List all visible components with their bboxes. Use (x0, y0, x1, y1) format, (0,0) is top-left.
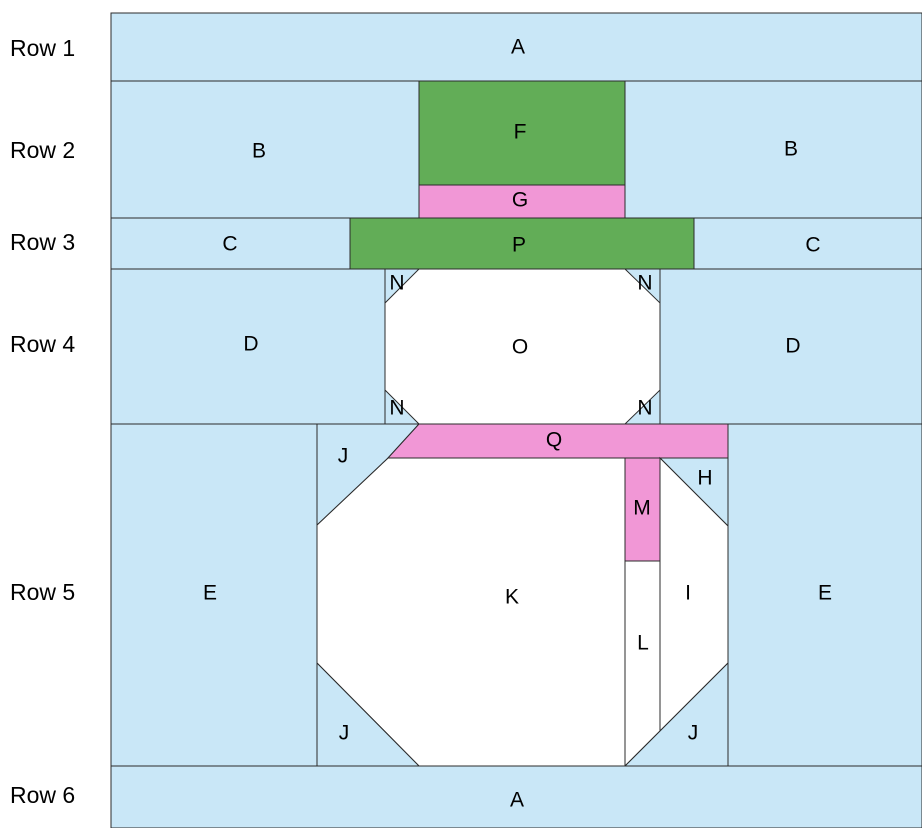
piece-g-hat-band (418, 184, 626, 219)
label-k: K (505, 586, 519, 609)
piece-m-scarf-tail (624, 457, 661, 562)
label-j-bottom-left: J (339, 722, 350, 745)
label-l: L (637, 632, 649, 655)
label-c-left: C (222, 233, 237, 256)
row-label-2: Row 2 (10, 137, 75, 163)
piece-e-right (727, 423, 922, 767)
piece-b-left (110, 80, 420, 219)
label-e-left: E (203, 582, 217, 605)
label-n-top-right: N (637, 272, 652, 295)
label-i: I (685, 582, 691, 605)
label-j-top-left: J (338, 445, 349, 468)
label-o: O (512, 336, 528, 359)
piece-e-left (110, 423, 318, 767)
label-c-right: C (805, 234, 820, 257)
piece-d-left (110, 268, 386, 425)
label-a-top: A (511, 36, 525, 59)
piece-l-strip (624, 560, 661, 768)
label-b-right: B (784, 138, 798, 161)
piece-p-hat-brim (349, 217, 695, 270)
piece-a-bottom (110, 765, 922, 828)
piece-n-top-left (384, 268, 421, 305)
row-label-3: Row 3 (10, 229, 75, 255)
label-g: G (512, 189, 528, 212)
label-b-left: B (252, 140, 266, 163)
row-label-4: Row 4 (10, 331, 75, 357)
row-label-6: Row 6 (10, 782, 75, 808)
label-h: H (697, 467, 712, 490)
label-p: P (512, 234, 526, 257)
label-q: Q (546, 429, 562, 452)
row-label-5: Row 5 (10, 579, 75, 605)
label-e-right: E (818, 582, 832, 605)
label-f: F (514, 121, 527, 144)
label-a-bottom: A (510, 789, 524, 812)
label-n-top-left: N (389, 272, 404, 295)
row-label-1: Row 1 (10, 35, 75, 61)
piece-d-right (659, 268, 922, 425)
label-d-left: D (243, 333, 258, 356)
piece-c-right (693, 217, 922, 270)
piece-b-right (624, 80, 922, 219)
label-n-bottom-right: N (637, 397, 652, 420)
label-n-bottom-left: N (389, 397, 404, 420)
piece-a-top (110, 12, 922, 82)
piece-o-head (384, 268, 661, 425)
label-d-right: D (785, 335, 800, 358)
piece-c-left (110, 217, 351, 270)
label-m: M (633, 497, 651, 520)
label-j-bottom-right: J (688, 722, 699, 745)
